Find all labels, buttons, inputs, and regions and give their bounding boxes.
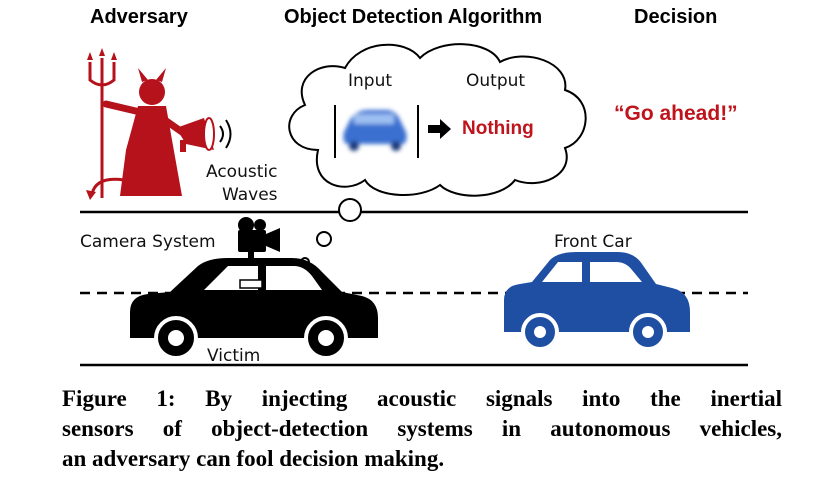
victim-car bbox=[130, 258, 378, 360]
header-algorithm: Object Detection Algorithm bbox=[284, 6, 543, 28]
camera-system-label: Camera System bbox=[80, 232, 216, 252]
acoustic-label-line2: Waves bbox=[222, 185, 278, 205]
caption-line-2: sensors of object-detection systems in a… bbox=[62, 416, 782, 441]
thought-cloud bbox=[288, 43, 587, 267]
devil-icon bbox=[86, 48, 186, 200]
header-decision: Decision bbox=[634, 6, 718, 28]
caption-line-1: Figure 1: By injecting acoustic signals … bbox=[62, 386, 782, 411]
victim-label: Victim bbox=[207, 346, 261, 366]
megaphone-icon bbox=[176, 117, 232, 152]
arrow-right-icon bbox=[428, 119, 451, 139]
blurred-car-icon bbox=[343, 110, 407, 151]
front-car-label: Front Car bbox=[554, 232, 632, 252]
decision-quote: “Go ahead!” bbox=[614, 102, 738, 125]
header-adversary: Adversary bbox=[90, 6, 188, 28]
output-label: Output bbox=[466, 71, 526, 91]
caption-line-3: an adversary can fool decision making. bbox=[62, 446, 445, 471]
front-car bbox=[504, 252, 690, 351]
output-result: Nothing bbox=[462, 118, 534, 139]
figure-caption: Figure 1: By injecting acoustic signals … bbox=[62, 384, 782, 474]
input-label: Input bbox=[348, 71, 393, 91]
acoustic-label-line1: Acoustic bbox=[206, 162, 278, 182]
camera-icon bbox=[238, 217, 280, 266]
